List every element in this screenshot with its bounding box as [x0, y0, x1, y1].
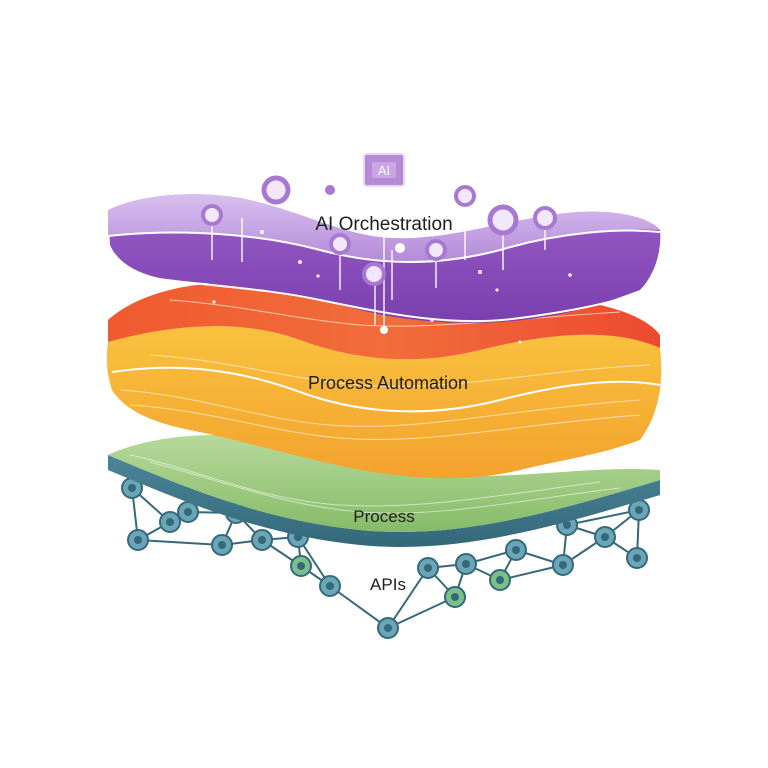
ai-nodes — [201, 175, 557, 334]
api-node — [211, 534, 233, 556]
api-node — [594, 526, 616, 548]
ai-node — [325, 185, 335, 195]
api-node — [319, 575, 341, 597]
layer-label-apis: APIs — [370, 575, 406, 594]
api-network-link — [566, 509, 640, 526]
process-teal-band — [108, 455, 660, 547]
api-network — [121, 477, 650, 639]
ai-bottom-edge — [109, 269, 651, 323]
api-node — [177, 501, 199, 523]
ai-node — [362, 262, 386, 286]
ai-node — [261, 175, 291, 205]
automation-orange-body — [106, 326, 662, 479]
layer-label-process: Process — [353, 507, 414, 526]
ai-badge-label: AI — [378, 163, 390, 178]
automation-divider-line — [111, 366, 661, 413]
api-network-link — [387, 567, 429, 629]
layer-label-ai-orchestration: AI Orchestration — [315, 214, 452, 235]
ai-node — [201, 204, 223, 226]
api-network-link — [387, 596, 456, 629]
api-node — [489, 569, 511, 591]
ai-badge: AI — [363, 153, 405, 187]
api-node — [159, 511, 181, 533]
api-node — [552, 554, 574, 576]
layer-process — [108, 434, 660, 547]
api-node — [455, 553, 477, 575]
ai-node — [329, 233, 351, 255]
api-node — [417, 557, 439, 579]
ai-divider-line — [107, 229, 661, 263]
sparkles — [212, 223, 572, 344]
api-node — [251, 529, 273, 551]
ai-node — [454, 185, 476, 207]
api-node — [127, 529, 149, 551]
ai-node — [380, 326, 388, 334]
ai-node — [425, 239, 447, 261]
api-node — [628, 499, 650, 521]
api-node — [377, 617, 399, 639]
layer-process-automation — [106, 282, 662, 479]
ai-purple-top — [108, 194, 660, 262]
ai-node — [487, 204, 519, 236]
api-node — [505, 539, 527, 561]
api-node — [626, 547, 648, 569]
api-network-nodes — [121, 477, 650, 639]
ai-node — [395, 243, 405, 253]
layer-label-process-automation: Process Automation — [308, 373, 468, 393]
api-node — [444, 586, 466, 608]
api-network-link — [137, 539, 223, 546]
process-green-band — [108, 434, 660, 532]
automation-flow-lines — [119, 299, 651, 440]
api-network-link — [329, 585, 389, 629]
process-flow-lines — [129, 454, 621, 514]
ai-node — [533, 206, 557, 230]
api-node — [290, 555, 312, 577]
